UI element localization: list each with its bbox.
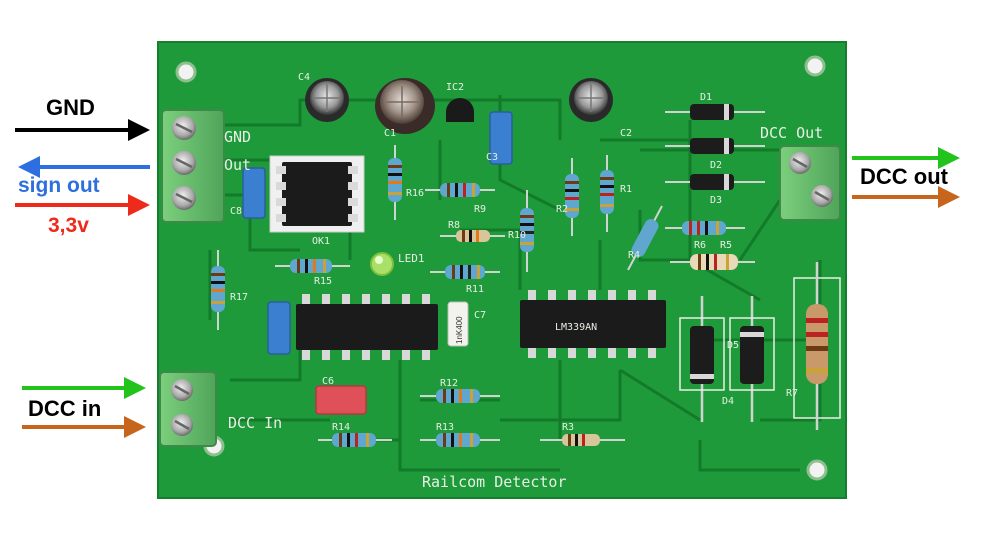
label-dcc-out: DCC out xyxy=(860,164,948,189)
resistor-r3 xyxy=(540,434,625,446)
arrow-dcc-in-orange xyxy=(22,416,146,438)
resistor-r9 xyxy=(425,183,495,197)
capacitor-c7-marking: 1nK400 xyxy=(455,316,464,344)
silk-r7: R7 xyxy=(786,388,798,399)
silk-r5: R5 xyxy=(720,240,732,251)
arrow-dcc-out-orange xyxy=(852,186,960,208)
ic-lm339-marking: LM339AN xyxy=(555,322,597,333)
mounting-hole xyxy=(806,459,828,481)
resistor-r17 xyxy=(211,250,225,330)
diode-d4 xyxy=(679,296,725,422)
terminal-block-dcc-in xyxy=(159,371,217,447)
silk-board-title: Railcom Detector xyxy=(422,473,567,491)
resistor-r4 xyxy=(627,205,663,271)
silk-gnd: GND xyxy=(224,128,251,146)
arrow-3v3 xyxy=(15,194,150,216)
silk-r15: R15 xyxy=(314,276,332,287)
silk-c7: C7 xyxy=(474,310,486,321)
diode-d1 xyxy=(665,104,765,120)
resistor-r16 xyxy=(388,145,402,220)
silk-r11: R11 xyxy=(466,284,484,295)
silk-ic2: IC2 xyxy=(446,82,464,93)
resistor-r10 xyxy=(520,190,534,272)
resistor-r8 xyxy=(440,230,505,242)
mounting-hole xyxy=(804,55,826,77)
silk-d3: D3 xyxy=(710,195,722,206)
capacitor-c1 xyxy=(375,78,435,134)
resistor-r2 xyxy=(565,158,579,236)
diode-d2 xyxy=(665,138,765,154)
terminal-block-dcc-out xyxy=(779,145,841,221)
led1 xyxy=(370,252,394,276)
resistor-r5 xyxy=(665,221,745,235)
resistor-r11 xyxy=(430,265,500,279)
terminal-block-power xyxy=(161,109,225,223)
silk-r1: R1 xyxy=(620,184,632,195)
capacitor-c2 xyxy=(569,78,613,122)
silk-r10: R10 xyxy=(508,230,526,241)
label-gnd: GND xyxy=(46,95,95,120)
resistor-r12 xyxy=(420,389,500,403)
capacitor-c3 xyxy=(489,111,513,165)
silk-r8: R8 xyxy=(448,220,460,231)
ic-lm339: LM339AN xyxy=(520,290,666,358)
resistor-r15 xyxy=(275,259,350,273)
diode-d5 xyxy=(729,296,775,422)
silk-dcc-in: DCC In xyxy=(228,414,282,432)
capacitor-c6 xyxy=(315,385,367,415)
silk-r2: R2 xyxy=(556,204,568,215)
resistor-r6 xyxy=(670,254,755,270)
silk-r16: R16 xyxy=(406,188,424,199)
label-sign-out: sign out xyxy=(18,174,100,197)
silk-d4: D4 xyxy=(722,396,734,407)
silk-c3: C3 xyxy=(486,152,498,163)
silk-r13: R13 xyxy=(436,422,454,433)
silk-r3: R3 xyxy=(562,422,574,433)
resistor-r14 xyxy=(318,433,392,447)
mounting-hole xyxy=(175,61,197,83)
capacitor-c4 xyxy=(305,78,349,122)
silkscreen-labels: GND Out DCC Out DCC In Railcom Detector … xyxy=(224,72,823,491)
silk-dcc-out: DCC Out xyxy=(760,124,823,142)
diode-d3 xyxy=(665,174,765,190)
arrow-sign-out xyxy=(18,156,150,178)
capacitor-c7: 1nK400 xyxy=(447,301,469,347)
arrow-gnd xyxy=(15,119,150,141)
silk-d1: D1 xyxy=(700,92,712,103)
silk-c6: C6 xyxy=(322,376,334,387)
capacitor-c5 xyxy=(267,301,291,355)
silk-out: Out xyxy=(224,156,251,174)
silk-r9: R9 xyxy=(474,204,486,215)
silk-r4: R4 xyxy=(628,250,640,261)
silk-ok1: OK1 xyxy=(312,236,330,247)
silk-led1: LED1 xyxy=(398,252,425,265)
resistor-r13 xyxy=(420,433,500,447)
regulator-ic2 xyxy=(446,98,474,122)
silk-d5: D5 xyxy=(727,340,739,351)
optocoupler-ok1 xyxy=(269,155,365,233)
silk-r17: R17 xyxy=(230,292,248,303)
capacitor-c8 xyxy=(242,167,266,219)
ic-left-14pin xyxy=(296,294,438,360)
silk-r6: R6 xyxy=(694,240,706,251)
silk-r12: R12 xyxy=(440,378,458,389)
silk-c1: C1 xyxy=(384,128,396,139)
silk-c8: C8 xyxy=(230,206,242,217)
label-3v3: 3,3v xyxy=(48,214,89,237)
label-dcc-in: DCC in xyxy=(28,396,102,421)
resistor-r1 xyxy=(600,155,614,232)
annotation-arrows xyxy=(15,119,960,438)
resistor-r7 xyxy=(793,262,841,430)
silk-d2: D2 xyxy=(710,160,722,171)
silk-c4: C4 xyxy=(298,72,310,83)
silk-c2: C2 xyxy=(620,128,632,139)
arrow-dcc-in-green xyxy=(22,377,146,399)
silk-r14: R14 xyxy=(332,422,350,433)
arrow-dcc-out-green xyxy=(852,147,960,169)
